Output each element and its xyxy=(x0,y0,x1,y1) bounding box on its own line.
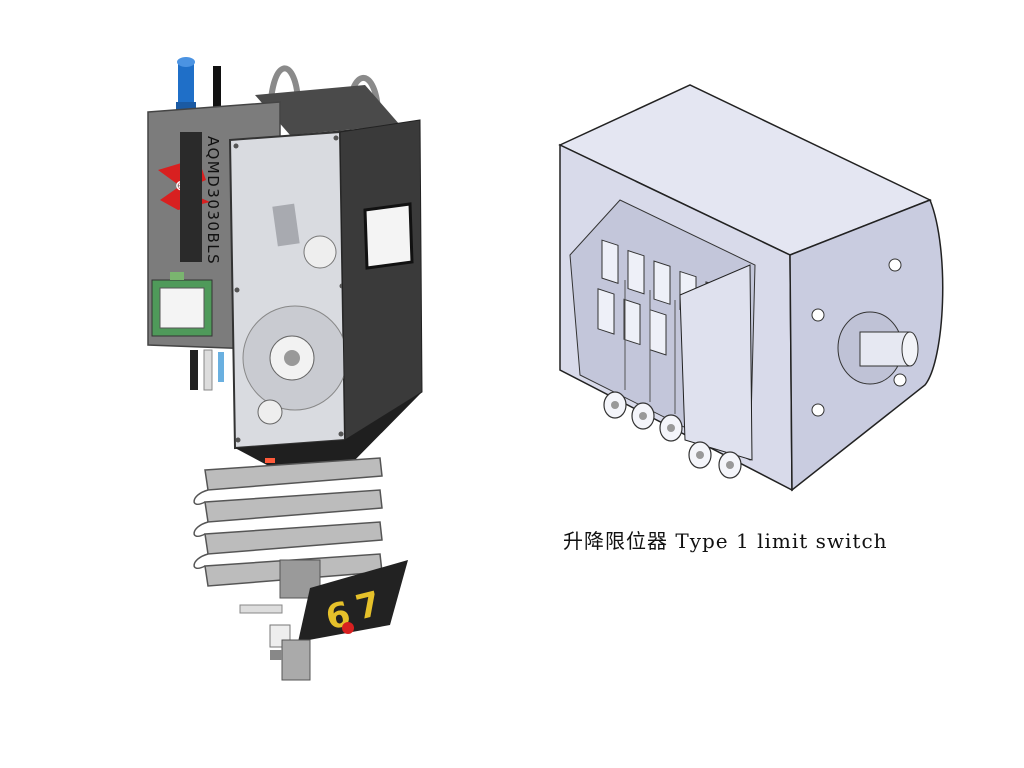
right-side-panel xyxy=(339,119,423,441)
diagram-caption: 升降限位器 Type 1 limit switch xyxy=(563,529,888,553)
gear-wheels xyxy=(242,203,348,425)
top-block xyxy=(255,85,400,135)
display-screen xyxy=(151,272,213,337)
bottom-shaft xyxy=(239,604,311,681)
contact-plates xyxy=(597,239,723,356)
limit-switch-illustration xyxy=(558,84,944,492)
side-label: AQMD3030BLS xyxy=(204,136,222,265)
guard-plate xyxy=(679,264,753,461)
number-badge: 6 7 xyxy=(298,560,408,642)
bottom-connectors xyxy=(190,349,224,391)
actuator-assembly-illustration: ⊗ AQMD3030BLS xyxy=(147,57,423,681)
red-button xyxy=(342,622,354,634)
switch-shaft xyxy=(837,311,919,385)
side-window xyxy=(363,202,414,270)
housing-bottom xyxy=(235,392,422,472)
terminal-screws xyxy=(603,391,742,479)
blue-knob xyxy=(176,57,196,114)
